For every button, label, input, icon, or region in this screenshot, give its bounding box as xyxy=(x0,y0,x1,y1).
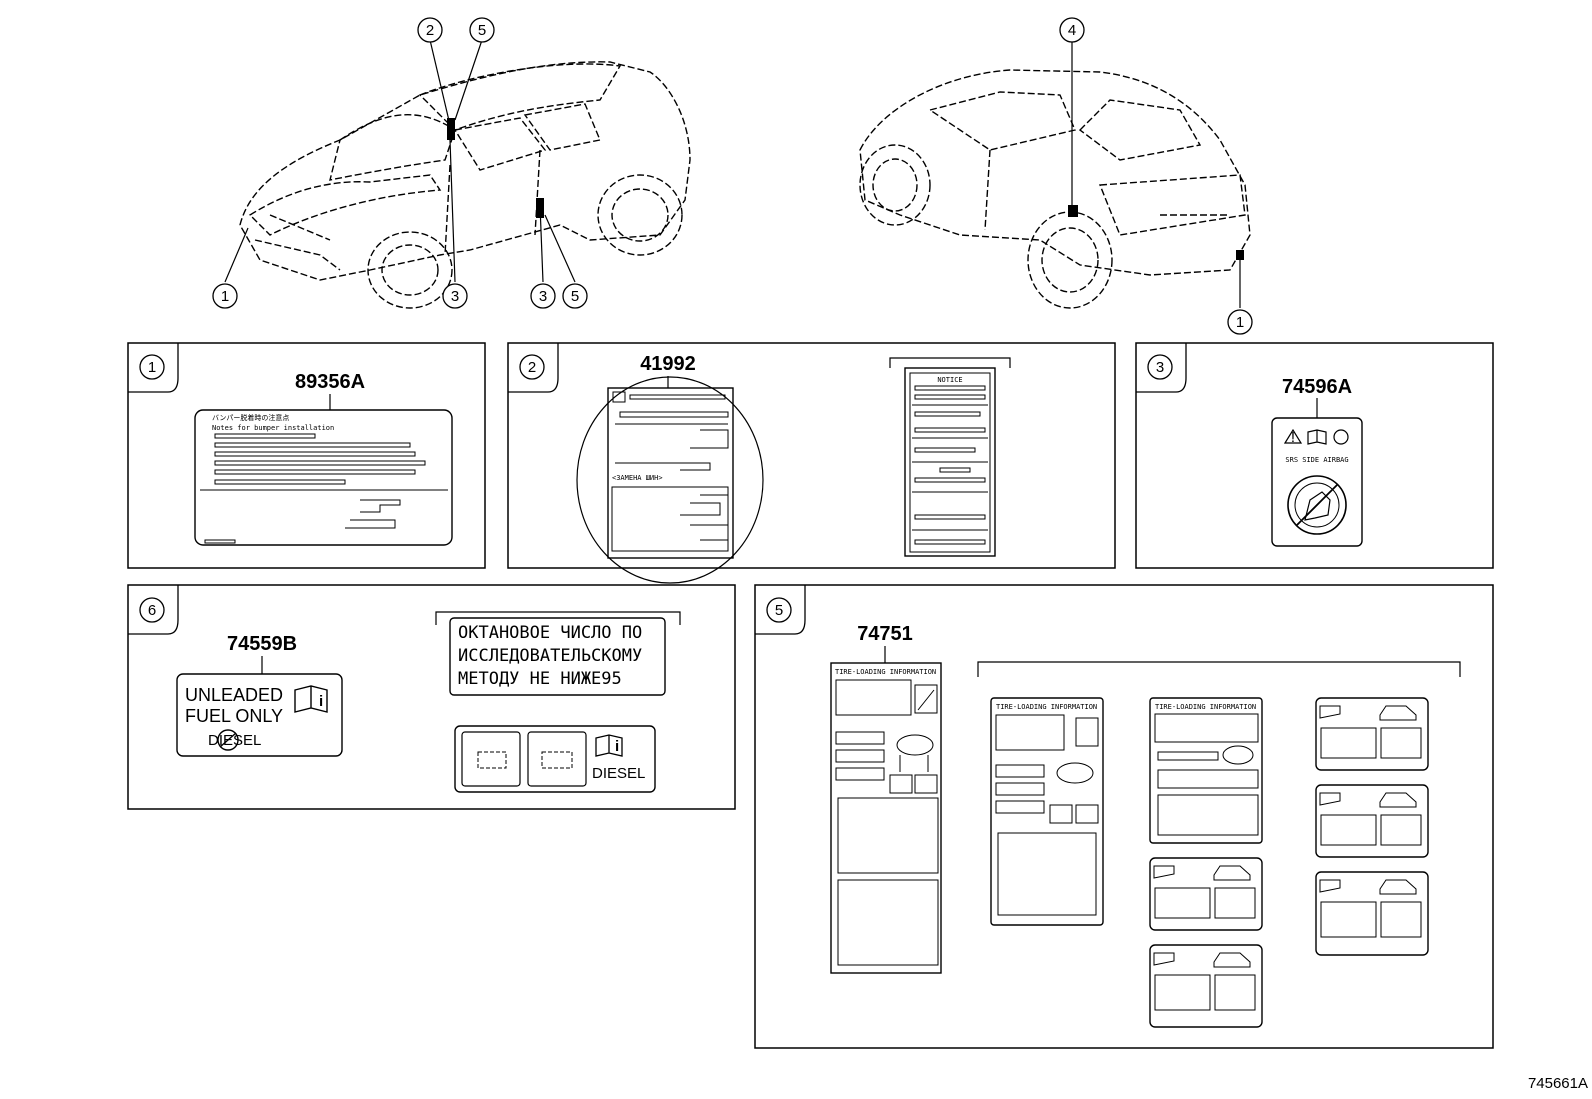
svg-text:ИССЛЕДОВАТЕЛЬСКОМУ: ИССЛЕДОВАТЕЛЬСКОМУ xyxy=(458,646,642,666)
svg-text:NOTICE: NOTICE xyxy=(937,376,962,384)
circle-icon xyxy=(1333,429,1349,445)
front-callouts: 2 5 1 3 3 5 xyxy=(212,17,588,309)
svg-text:5: 5 xyxy=(775,602,783,619)
part-number-74751: 74751 xyxy=(857,623,913,645)
rear-callouts: 4 1 xyxy=(1059,17,1253,335)
panel-1: 1 89356A バンパー脱着時の注意点 Notes for bumper in… xyxy=(127,342,486,569)
svg-text:SRS SIDE AIRBAG: SRS SIDE AIRBAG xyxy=(1285,456,1348,464)
no-child-seat-icon xyxy=(1287,475,1347,535)
svg-text:DIESEL: DIESEL xyxy=(592,765,645,782)
svg-text:МЕТОДУ НЕ НИЖЕ95: МЕТОДУ НЕ НИЖЕ95 xyxy=(458,669,622,689)
manual-info-icon-diesel xyxy=(595,734,623,757)
svg-text:3: 3 xyxy=(451,288,459,305)
svg-text:6: 6 xyxy=(148,602,156,619)
panel-5: 5 74751 TIRE-LOADING INFORMATION TIRE-LO… xyxy=(754,584,1494,1049)
panel-6: 6 74559B UNLEADED FUEL ONLY i DIESEL ОКТ… xyxy=(127,584,736,810)
svg-text:Notes for bumper installation: Notes for bumper installation xyxy=(212,424,334,432)
part-number-74559B: 74559B xyxy=(227,633,297,655)
panel-3: 3 74596A ! SRS SIDE AIRBAG xyxy=(1135,342,1494,569)
svg-text:FUEL ONLY: FUEL ONLY xyxy=(185,706,283,726)
front-car-illustration xyxy=(239,61,691,309)
svg-text:TIRE-LOADING INFORMATION: TIRE-LOADING INFORMATION xyxy=(996,703,1097,711)
svg-text:1: 1 xyxy=(148,359,156,376)
svg-text:UNLEADED: UNLEADED xyxy=(185,685,283,705)
small-label-column-1 xyxy=(1149,857,1263,1028)
svg-text:1: 1 xyxy=(1236,314,1244,331)
svg-text:i: i xyxy=(615,738,619,755)
svg-text:バンパー脱着時の注意点: バンパー脱着時の注意点 xyxy=(212,413,289,422)
part-number-74596A: 74596A xyxy=(1282,376,1352,398)
manual-book-icon xyxy=(1307,429,1327,445)
svg-text:2: 2 xyxy=(426,22,434,39)
svg-text:5: 5 xyxy=(571,288,579,305)
diagram-id: 745661A xyxy=(1528,1075,1588,1092)
svg-text:!: ! xyxy=(1291,429,1295,446)
svg-text:ОКТАНОВОЕ ЧИСЛО ПО: ОКТАНОВОЕ ЧИСЛО ПО xyxy=(458,623,642,643)
panel-2: 2 41992 <ЗАМЕНА ШИН> NOTICE xyxy=(507,342,1116,584)
svg-text:3: 3 xyxy=(1156,359,1164,376)
manual-info-icon xyxy=(294,685,328,713)
svg-text:DIESEL: DIESEL xyxy=(208,732,261,749)
svg-text:i: i xyxy=(319,693,323,710)
svg-text:TIRE-LOADING INFORMATION: TIRE-LOADING INFORMATION xyxy=(835,668,936,676)
part-number-41992: 41992 xyxy=(640,353,696,375)
svg-text:4: 4 xyxy=(1068,22,1076,39)
part-number-89356A: 89356A xyxy=(295,371,365,393)
small-label-column-2 xyxy=(1315,697,1429,956)
svg-text:3: 3 xyxy=(539,288,547,305)
svg-text:2: 2 xyxy=(528,359,536,376)
warning-icon xyxy=(1283,428,1303,444)
svg-text:5: 5 xyxy=(478,22,486,39)
rear-car-illustration xyxy=(859,69,1251,309)
svg-text:<ЗАМЕНА ШИН>: <ЗАМЕНА ШИН> xyxy=(612,474,663,482)
svg-text:1: 1 xyxy=(221,288,229,305)
svg-text:TIRE-LOADING INFORMATION: TIRE-LOADING INFORMATION xyxy=(1155,703,1256,711)
